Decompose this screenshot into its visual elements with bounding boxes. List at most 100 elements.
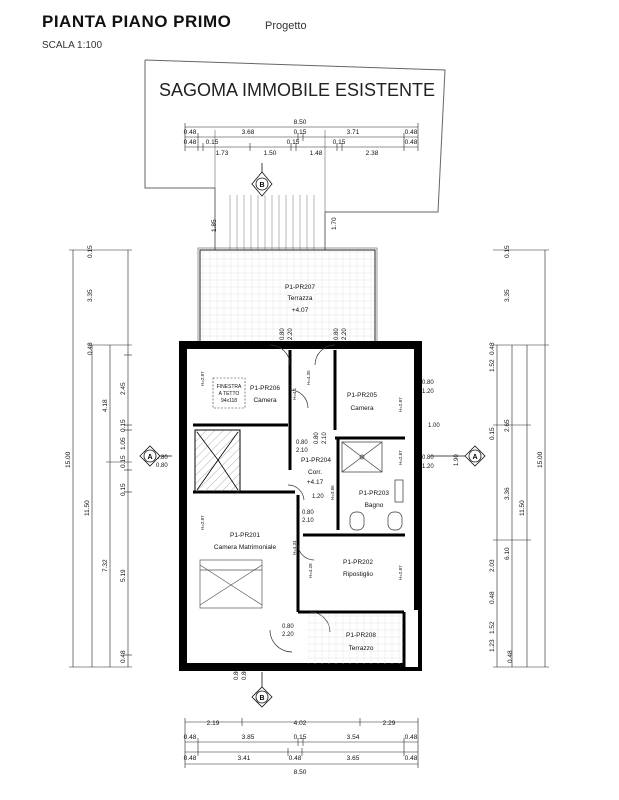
dim-top-overall: 8.50 [294, 119, 307, 126]
dim-right: 1.52 [489, 359, 496, 372]
door-dim: 2.10 [322, 432, 328, 444]
room-name: Corr. [308, 469, 322, 476]
dim-bottom-overall: 8.50 [294, 769, 307, 776]
dim-bottom: 4.02 [294, 720, 307, 727]
door-dim: 2.20 [342, 328, 348, 340]
door-dim: 0.80 [296, 440, 308, 446]
dim-top: 0.48 [184, 139, 197, 146]
room-name: Camera [253, 397, 277, 404]
dim-top: 0.15 [333, 139, 346, 146]
room-code: P1-PR205 [347, 392, 377, 399]
dim-bottom: 2.29 [383, 720, 396, 727]
left-dimensions [69, 249, 132, 668]
height-label: H=4.1 [292, 387, 297, 400]
svg-text:94x118: 94x118 [221, 398, 237, 404]
dim-right: 6.10 [504, 547, 511, 560]
room-code: P1-PR208 [346, 632, 376, 639]
dim-top: 1.50 [264, 150, 277, 157]
room-code: P1-PR202 [343, 559, 373, 566]
dim-bottom: 0.48 [289, 755, 302, 762]
door-dim: 2.20 [282, 632, 294, 638]
right-dimensions [493, 249, 549, 668]
room-name: Ripostiglio [343, 571, 373, 578]
dim-top: 3.71 [347, 129, 360, 136]
room-level: +4.17 [307, 479, 324, 486]
dim-left: 0.15 [87, 245, 94, 258]
dim-left: 0.15 [120, 419, 127, 432]
section-mark-b-top: B [251, 163, 273, 197]
door-dim: 2.10 [302, 518, 314, 524]
door-dim: 0.80 [334, 328, 340, 340]
dim-left: 0.48 [87, 342, 94, 355]
door-dim: 0.80 [302, 510, 314, 516]
svg-text:A: A [147, 454, 152, 461]
dim-bottom: 3.65 [347, 755, 360, 762]
section-mark-a-right: A [430, 445, 486, 467]
dim-bottom: 0.48 [184, 755, 197, 762]
dim-left: 0.15 [120, 483, 127, 496]
dim-bottom: 2.19 [207, 720, 220, 727]
dim-bottom: 3.85 [242, 734, 255, 741]
dim-right: 11.50 [519, 500, 526, 516]
dim-bottom: 0.48 [184, 734, 197, 741]
bathroom-fixtures [341, 441, 404, 531]
height-label: H=3.86 [330, 485, 335, 500]
dim-right: 1.23 [489, 639, 496, 652]
door-dim: 0.80 [314, 432, 320, 444]
height-label: H=2.87 [398, 565, 403, 580]
dim-right: 3.35 [504, 289, 511, 302]
svg-text:B: B [259, 182, 264, 189]
dim-balcony: 1.70 [331, 217, 338, 230]
dim-right: 1.52 [489, 621, 496, 634]
room-code: P1-PR204 [301, 457, 331, 464]
dim-left: 5.19 [120, 569, 127, 582]
dim-bottom: 3.41 [238, 755, 251, 762]
dim-right: 2.65 [504, 419, 511, 432]
dim-right: 0.48 [489, 591, 496, 604]
dim-top: 1.48 [310, 150, 323, 157]
dim-left: 11.50 [84, 500, 91, 516]
height-label: H=2.87 [200, 371, 205, 386]
dim-top: 0.48 [184, 129, 197, 136]
dim-left: 1.05 [120, 437, 127, 450]
double-bed [199, 559, 263, 609]
window-dim: 1.20 [422, 464, 434, 470]
door-dim: 2.20 [288, 328, 294, 340]
dim-right: 15.00 [537, 451, 544, 468]
door-dim: 2.10 [296, 448, 308, 454]
height-label: H=4.35 [306, 370, 311, 385]
window-dim: 0.80 [156, 463, 168, 469]
dim-right: 0.15 [504, 245, 511, 258]
door-dim: 0.80 [282, 624, 294, 630]
svg-text:A TETTO: A TETTO [219, 391, 240, 397]
height-label: H=4.34 [292, 540, 297, 555]
terrace-bottom [308, 614, 403, 664]
svg-text:B: B [259, 695, 264, 702]
dim-left: 15.00 [65, 451, 72, 468]
dim-bottom: 3.54 [347, 734, 360, 741]
skylight: FINESTRA A TETTO 94x118 [212, 377, 246, 409]
dim-top: 2.38 [366, 150, 379, 157]
dim-left: 2.45 [120, 382, 127, 395]
room-code: P1-PR203 [359, 490, 389, 497]
room-name: Terrazzo [349, 645, 374, 652]
terrace-top [197, 247, 378, 348]
page-subtitle: Progetto [265, 20, 307, 32]
room-code: P1-PR201 [230, 532, 260, 539]
room-name: Camera Matrimoniale [214, 544, 277, 551]
room-level: +4.07 [292, 307, 309, 314]
dim-left: 0.48 [120, 650, 127, 663]
dim-top: 0.48 [405, 139, 418, 146]
dim-left: 3.35 [87, 289, 94, 302]
existing-building-label: SAGOMA IMMOBILE ESISTENTE [159, 80, 435, 100]
dim-left: 7.32 [102, 559, 109, 572]
window-dim: 0.80 [422, 455, 434, 461]
room-name: Bagno [365, 502, 384, 509]
height-label: H=2.87 [398, 397, 403, 412]
svg-text:A: A [472, 454, 477, 461]
dim-left: 0.15 [120, 455, 127, 468]
dim-right: 0.48 [507, 650, 514, 663]
dim-bottom: 0.48 [405, 734, 418, 741]
dim-right: 2.03 [489, 559, 496, 572]
window-dim: 0.80 [242, 668, 248, 680]
